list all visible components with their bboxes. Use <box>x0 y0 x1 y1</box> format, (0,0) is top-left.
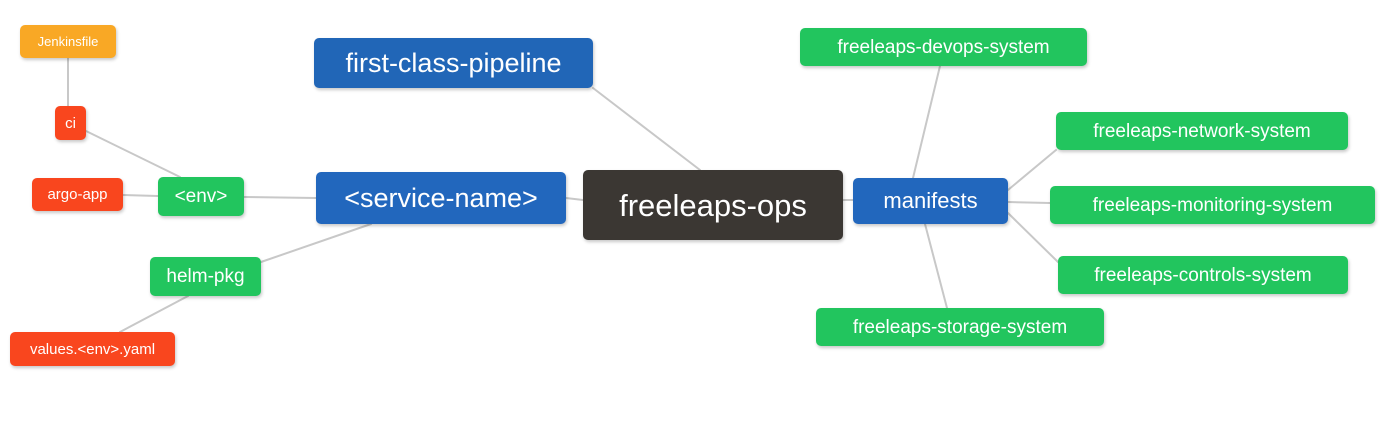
node-label: freeleaps-devops-system <box>837 36 1050 58</box>
node-label: <env> <box>174 186 228 207</box>
edge-service-ops <box>565 197 584 201</box>
mindmap-node-freeleaps-storage-system[interactable]: freeleaps-storage-system <box>816 308 1104 346</box>
mindmap-node-helm-pkg[interactable]: helm-pkg <box>150 257 261 296</box>
edge-env-service <box>243 196 317 199</box>
edge-pipeline-ops <box>592 87 701 171</box>
node-label: freeleaps-controls-system <box>1094 264 1312 286</box>
node-label: freeleaps-ops <box>619 187 807 223</box>
node-label: freeleaps-storage-system <box>852 316 1068 338</box>
mindmap-node-freeleaps-controls-system[interactable]: freeleaps-controls-system <box>1058 256 1348 294</box>
edge-helm-service <box>260 223 372 263</box>
edge-monitoring-manifests <box>1007 201 1051 204</box>
mindmap-node-first-class-pipeline[interactable]: first-class-pipeline <box>314 38 593 88</box>
mindmap-node-env[interactable]: <env> <box>158 177 244 216</box>
node-label: first-class-pipeline <box>345 47 562 78</box>
node-label: values.<env>.yaml <box>29 340 156 358</box>
mindmap-node-argo-app[interactable]: argo-app <box>32 178 123 211</box>
mindmap-node-freeleaps-ops[interactable]: freeleaps-ops <box>583 170 843 240</box>
edge-devops-manifests <box>912 65 941 179</box>
node-label: <service-name> <box>344 182 538 213</box>
mindmap-node-manifests[interactable]: manifests <box>853 178 1008 224</box>
node-label: manifests <box>883 188 978 213</box>
mindmap-node-ci[interactable]: ci <box>55 106 86 140</box>
mindmap-node-freeleaps-devops-system[interactable]: freeleaps-devops-system <box>800 28 1087 66</box>
mindmap-node-freeleaps-monitoring-system[interactable]: freeleaps-monitoring-system <box>1050 186 1375 224</box>
edge-network-manifests <box>1007 149 1057 191</box>
edge-argo-env <box>122 194 159 197</box>
node-label: Jenkinsfile <box>37 34 99 49</box>
node-label: freeleaps-network-system <box>1093 120 1311 142</box>
mindmap-node-jenkinsfile[interactable]: Jenkinsfile <box>20 25 116 58</box>
mindmap-node-values-env-yaml[interactable]: values.<env>.yaml <box>10 332 175 366</box>
node-label: argo-app <box>47 186 108 203</box>
edge-storage-manifests <box>924 223 948 309</box>
edge-values-helm <box>119 295 189 333</box>
node-label: helm-pkg <box>166 266 245 287</box>
mindmap-node-freeleaps-network-system[interactable]: freeleaps-network-system <box>1056 112 1348 150</box>
mindmap-node-service-name[interactable]: <service-name> <box>316 172 566 224</box>
edge-ci-env <box>85 130 181 178</box>
node-label: ci <box>65 114 76 132</box>
node-label: freeleaps-monitoring-system <box>1092 194 1333 216</box>
